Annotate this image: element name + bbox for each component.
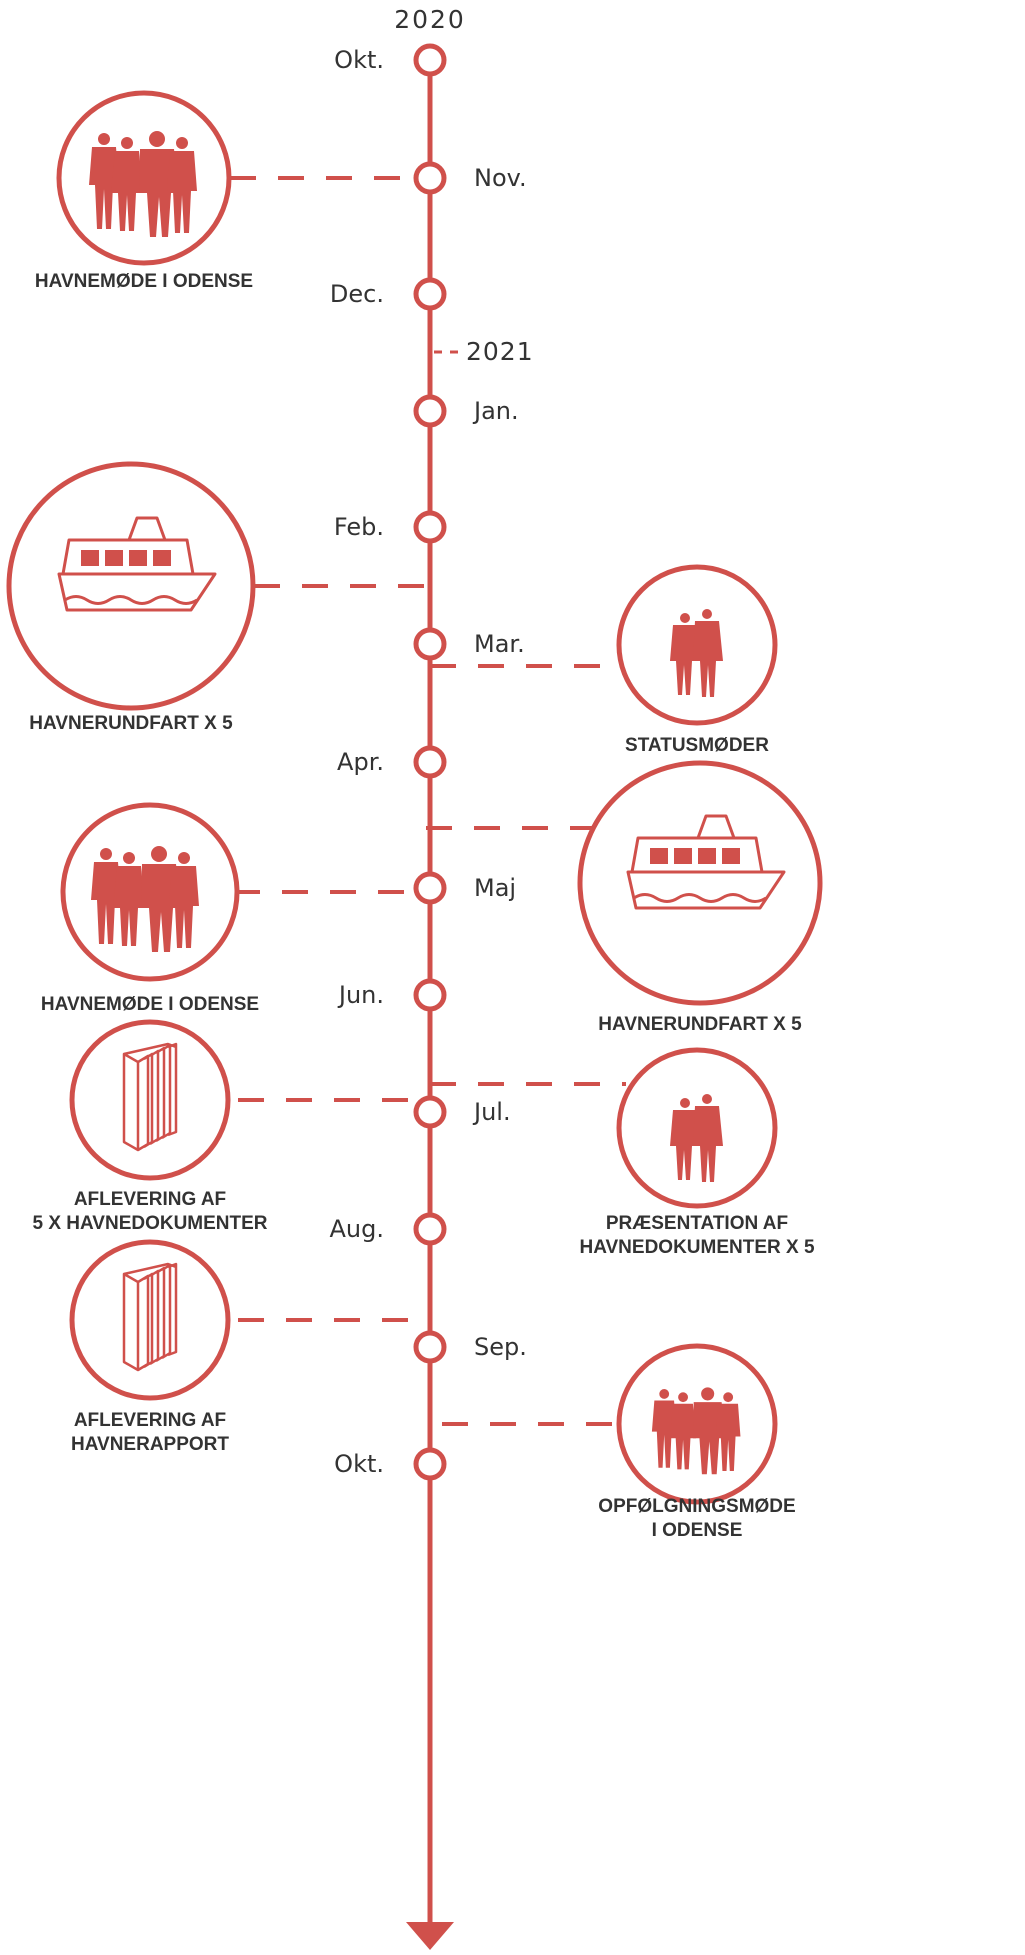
event-aflevering-dokumenter	[69, 1019, 231, 1181]
month-node	[413, 1330, 447, 1364]
month-label: Nov.	[474, 164, 527, 192]
month-label: Apr.	[337, 748, 384, 776]
event-opfolgningsmode	[616, 1343, 778, 1505]
month-label: Okt.	[334, 1450, 384, 1478]
month-node	[413, 1095, 447, 1129]
event-label: HAVNEDOKUMENTER X 5	[579, 1237, 814, 1258]
month-label: Mar.	[474, 630, 525, 658]
month-label: Okt.	[334, 46, 384, 74]
event-label: AFLEVERING AF	[74, 1189, 226, 1210]
month-label: Sep.	[474, 1333, 527, 1361]
month-node	[413, 1447, 447, 1481]
month-label: Jan.	[472, 397, 519, 425]
event-aflevering-rapport	[69, 1239, 231, 1401]
month-node	[413, 277, 447, 311]
event-praesentation	[616, 1047, 778, 1209]
event-havnerundfart-2	[577, 760, 823, 1006]
connector-lines	[230, 176, 626, 1426]
month-node	[413, 978, 447, 1012]
event-labels: HAVNEMØDE I ODENSE HAVNERUNDFART X 5 STATU…	[29, 271, 815, 1541]
event-label: I ODENSE	[652, 1520, 743, 1541]
month-label: Feb.	[334, 513, 384, 541]
event-statusmoder	[616, 564, 778, 726]
month-label: Dec.	[330, 280, 384, 308]
event-havnemode-1	[56, 90, 232, 266]
month-node	[413, 394, 447, 428]
event-label: HAVNEMØDE I ODENSE	[41, 994, 259, 1015]
event-label: HAVNERAPPORT	[71, 1434, 229, 1455]
year-2021-label: 2021	[466, 337, 534, 366]
event-label: HAVNERUNDFART X 5	[29, 713, 233, 734]
event-label: 5 X HAVNEDOKUMENTER	[32, 1213, 267, 1234]
month-node	[413, 161, 447, 195]
event-label: STATUSMØDER	[625, 735, 769, 756]
event-label: AFLEVERING AF	[74, 1410, 226, 1431]
year-2020-label: 2020	[394, 5, 466, 34]
event-label: HAVNEMØDE I ODENSE	[35, 271, 253, 292]
timeline-arrow-icon	[406, 1922, 454, 1950]
month-label: Jul.	[472, 1098, 511, 1126]
event-havnemode-2	[60, 802, 240, 982]
month-node	[413, 871, 447, 905]
event-label: HAVNERUNDFART X 5	[598, 1014, 802, 1035]
month-node	[413, 43, 447, 77]
event-label: PRÆSENTATION AF	[606, 1213, 788, 1234]
month-label: Maj	[474, 874, 516, 902]
event-havnerundfart-1	[6, 461, 256, 711]
month-node	[413, 1212, 447, 1246]
month-label: Jun.	[337, 981, 384, 1009]
month-node	[413, 745, 447, 779]
month-node	[413, 627, 447, 661]
event-label: OPFØLGNINGSMØDE	[598, 1496, 795, 1517]
month-label: Aug.	[330, 1215, 385, 1243]
month-node	[413, 510, 447, 544]
